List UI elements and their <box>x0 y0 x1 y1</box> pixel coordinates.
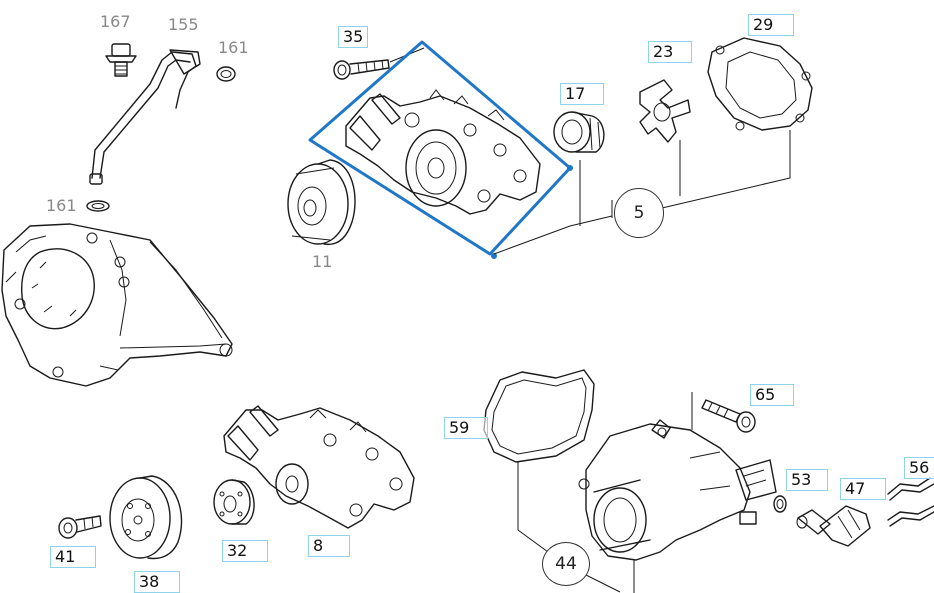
label-56[interactable]: 56 <box>904 457 934 479</box>
hub-32[interactable] <box>213 479 255 525</box>
seal-161-top[interactable] <box>216 66 236 82</box>
label-29[interactable]: 29 <box>748 14 794 36</box>
timing-cover[interactable] <box>1 223 233 387</box>
leaders-44 <box>517 392 693 593</box>
bolt-41[interactable] <box>58 515 102 539</box>
bolt-167[interactable] <box>105 43 137 77</box>
label-35[interactable]: 35 <box>338 26 369 48</box>
pipe-155[interactable] <box>89 49 201 185</box>
leaders-5 <box>493 130 791 255</box>
label-53[interactable]: 53 <box>786 469 828 491</box>
label-38[interactable]: 38 <box>134 571 180 593</box>
bolt-35[interactable] <box>333 59 390 80</box>
gasket-29[interactable] <box>707 37 813 131</box>
water-pump-8[interactable] <box>223 405 415 529</box>
impeller-23[interactable] <box>639 79 691 143</box>
seal-53[interactable] <box>773 495 787 513</box>
water-pump-assembly[interactable] <box>345 89 541 215</box>
label-41[interactable]: 41 <box>50 546 96 568</box>
label-11[interactable]: 11 <box>312 252 333 271</box>
label-161-top[interactable]: 161 <box>218 38 249 57</box>
highlight-outline <box>308 40 573 259</box>
label-17[interactable]: 17 <box>560 83 604 105</box>
label-155[interactable]: 155 <box>168 15 199 34</box>
clip-56[interactable] <box>887 477 934 527</box>
seal-161-left[interactable] <box>86 200 110 212</box>
label-47[interactable]: 47 <box>840 478 886 500</box>
sensor-47[interactable] <box>796 505 871 547</box>
thermostat-housing[interactable] <box>578 419 777 561</box>
label-167[interactable]: 167 <box>100 12 131 31</box>
bolt-65[interactable] <box>701 399 756 433</box>
pulley-38[interactable] <box>109 475 183 560</box>
label-65[interactable]: 65 <box>750 384 794 406</box>
label-59[interactable]: 59 <box>444 417 488 439</box>
gasket-59[interactable] <box>483 369 595 463</box>
label-32[interactable]: 32 <box>222 540 268 562</box>
pulley-11[interactable] <box>287 159 356 246</box>
label-161-left[interactable]: 161 <box>46 196 77 215</box>
callout-44[interactable]: 44 <box>542 542 590 586</box>
label-8[interactable]: 8 <box>308 535 350 557</box>
thermostat-17[interactable] <box>553 111 605 153</box>
callout-5[interactable]: 5 <box>614 188 664 238</box>
label-23[interactable]: 23 <box>648 41 692 63</box>
